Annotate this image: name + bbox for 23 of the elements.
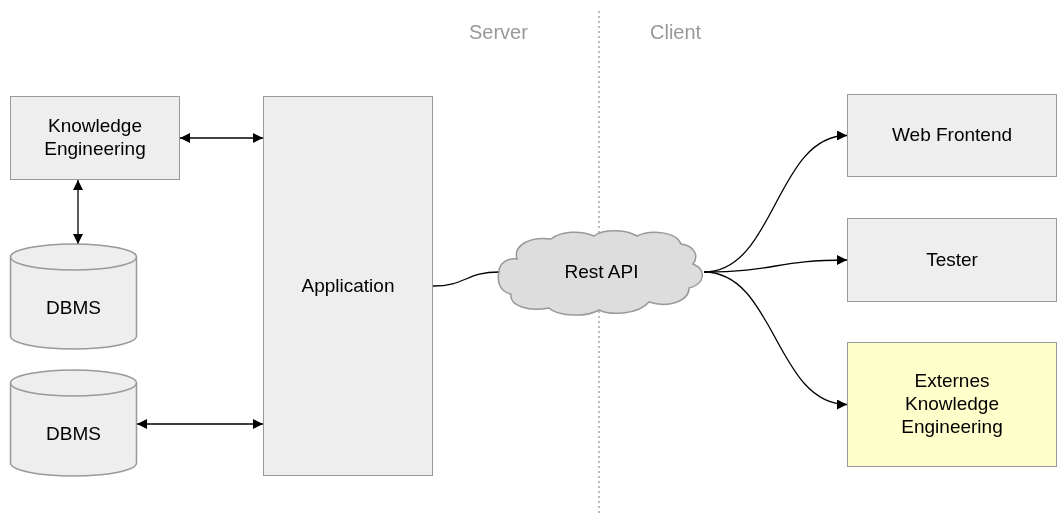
section-label: Client xyxy=(650,21,702,44)
process-box xyxy=(847,218,1057,302)
process-box xyxy=(847,342,1057,467)
arrow xyxy=(73,179,83,245)
node-label: Application xyxy=(301,274,395,298)
node-label: Externes Knowledge Engineering xyxy=(900,370,1004,439)
node-label: DBMS xyxy=(46,423,101,446)
node-label: Rest API xyxy=(564,260,639,284)
node-label: DBMS xyxy=(46,296,101,320)
database-cylinder xyxy=(10,370,137,477)
node-label: Tester xyxy=(926,248,978,272)
process-box xyxy=(263,96,433,476)
api-cloud xyxy=(499,230,704,314)
arrow xyxy=(703,271,848,408)
arrow xyxy=(179,133,264,143)
arrow xyxy=(136,419,264,429)
node-label: Web Frontend xyxy=(891,124,1013,147)
section-label: Server xyxy=(469,21,528,44)
process-box xyxy=(847,94,1057,177)
process-box xyxy=(10,96,180,180)
connector-line xyxy=(432,271,500,287)
database-cylinder xyxy=(10,244,137,350)
node-label: Knowledge Engineering xyxy=(43,115,147,161)
